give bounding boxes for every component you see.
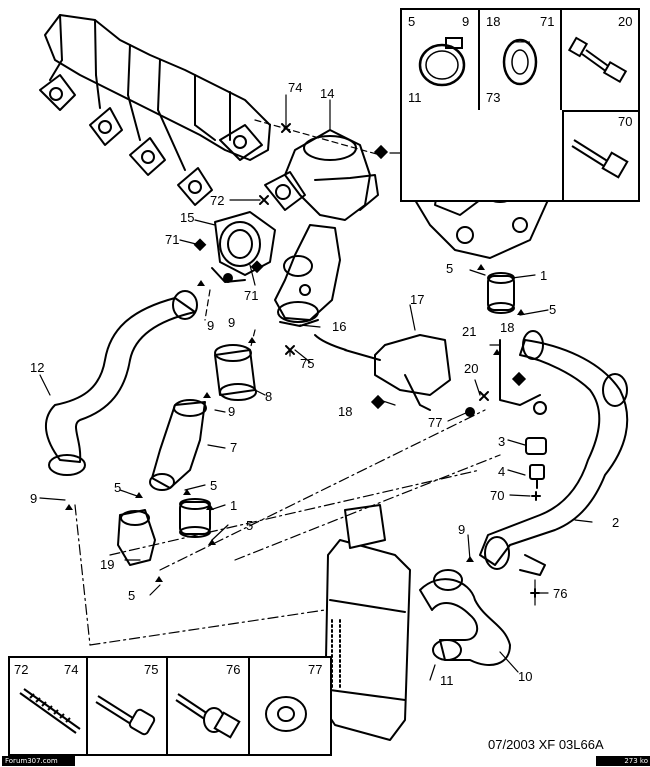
callout-70: 70 (490, 488, 504, 503)
inset-seal-label-bl: 73 (486, 90, 501, 105)
callout-9-mid: 9 (228, 315, 235, 330)
callout-71-left: 71 (165, 232, 179, 247)
callout-5-lower-left: 5 (114, 480, 121, 495)
inset-bolt75-cell: 75 (88, 658, 168, 754)
inset-seal-label-tr: 71 (540, 14, 555, 29)
inset-seal-label-tl: 18 (486, 14, 501, 29)
inset-seal-cell: 18 71 73 (480, 10, 562, 110)
callout-12: 12 (30, 360, 44, 375)
elbow-14-drawing (264, 129, 379, 221)
callout-17: 17 (410, 292, 424, 307)
callout-16: 16 (332, 319, 346, 334)
callout-14: 14 (320, 86, 334, 101)
diagram-caption: 07/2003 XF 03L66A (488, 737, 604, 752)
arrow-markers (65, 264, 525, 582)
footer-filesize: 273 ko (596, 756, 650, 766)
inset-bolt76-label: 76 (226, 662, 241, 677)
stud-bolt-icon (567, 36, 628, 84)
inset-stud-cell: 72 74 (10, 658, 88, 754)
bracket-21-drawing (499, 339, 547, 415)
callout-11: 11 (440, 673, 454, 688)
sleeve-1-upper-drawing (487, 272, 515, 314)
inset-clamp-label-bl: 11 (408, 90, 422, 105)
square-markers (193, 144, 527, 417)
inset-empty-area (402, 110, 562, 200)
part-19-drawing (117, 509, 156, 566)
callout-72: 72 (210, 193, 224, 208)
inset-washer-cell: 77 (250, 658, 330, 754)
inset-stud-label-r: 74 (64, 662, 79, 677)
sleeve-1-lower-drawing (179, 498, 211, 538)
callout-8: 8 (265, 389, 272, 404)
hex-bolt-icon (95, 695, 156, 736)
inset-stud-label-l: 72 (14, 662, 29, 677)
inset-bolt70-cell: 70 (562, 110, 640, 200)
inset-clamp-cell: 5 9 11 (402, 10, 480, 110)
parts-inset-bottom: 72 74 75 76 (8, 656, 332, 756)
callout-7: 7 (230, 440, 237, 455)
seal-ring-icon (502, 38, 538, 86)
callout-77: 77 (428, 415, 442, 430)
callout-18-right: 18 (500, 320, 514, 335)
callout-9-pipe: 9 (458, 522, 465, 537)
flat-washer-icon (265, 696, 307, 732)
hose-10-drawing (419, 569, 511, 666)
callout-75: 75 (300, 356, 314, 371)
inset-clamp-label-tl: 5 (408, 14, 416, 29)
inset-bolt20-label: 20 (618, 14, 633, 29)
callout-labels: 74 14 73 72 15 71 71 5 1 5 9 9 16 75 17 … (30, 80, 619, 688)
callout-15: 15 (180, 210, 194, 225)
callout-71-center: 71 (244, 288, 258, 303)
callout-76: 76 (553, 586, 567, 601)
callout-19: 19 (100, 557, 114, 572)
hose-12-drawing (44, 290, 198, 476)
callout-1-lower: 1 (230, 498, 237, 513)
threaded-stud-icon (19, 688, 81, 734)
callout-18-left: 18 (338, 404, 352, 419)
sleeve-8-drawing (214, 344, 257, 401)
callout-1-upper: 1 (540, 268, 547, 283)
pipe-16-drawing (274, 224, 341, 327)
callout-20: 20 (464, 361, 478, 376)
callout-4: 4 (498, 464, 505, 479)
footer-source: Forum307.com (2, 756, 75, 766)
parts-inset-top: 5 9 11 18 71 73 20 (400, 8, 640, 202)
inset-bolt20-cell: 20 (562, 10, 638, 110)
callout-5-upper: 5 (446, 261, 453, 276)
intercooler-drawing (324, 504, 411, 741)
flange-bolt-icon (571, 139, 629, 179)
inset-washer-label: 77 (308, 662, 323, 677)
parts-3-4-drawing (525, 437, 547, 489)
bracket-17-drawing (314, 334, 451, 411)
washer-bolt-icon (175, 693, 241, 739)
callout-5-lower-right: 5 (246, 518, 253, 533)
cross-markers (259, 123, 541, 598)
throttle-body-15-drawing (211, 211, 276, 283)
callout-2: 2 (612, 515, 619, 530)
inset-bolt70-label: 70 (618, 114, 633, 129)
inset-bolt76-cell: 76 (168, 658, 250, 754)
callout-3: 3 (498, 434, 505, 449)
callout-21: 21 (462, 324, 476, 339)
callout-74: 74 (288, 80, 302, 95)
duct-7-drawing (149, 399, 207, 491)
callout-10: 10 (518, 669, 532, 684)
callout-5-right: 5 (549, 302, 556, 317)
manifold-drawing (39, 14, 271, 206)
callout-5-lower-mid: 5 (210, 478, 217, 493)
callout-5-bottom: 5 (128, 588, 135, 603)
pipe-2-drawing (479, 330, 629, 576)
inset-clamp-label-tr: 9 (462, 14, 470, 29)
hose-clamp-icon (418, 37, 466, 87)
callout-9-duct: 9 (228, 404, 235, 419)
inset-bolt75-label: 75 (144, 662, 159, 677)
callout-9-left: 9 (207, 318, 214, 333)
callout-9-hose: 9 (30, 491, 37, 506)
